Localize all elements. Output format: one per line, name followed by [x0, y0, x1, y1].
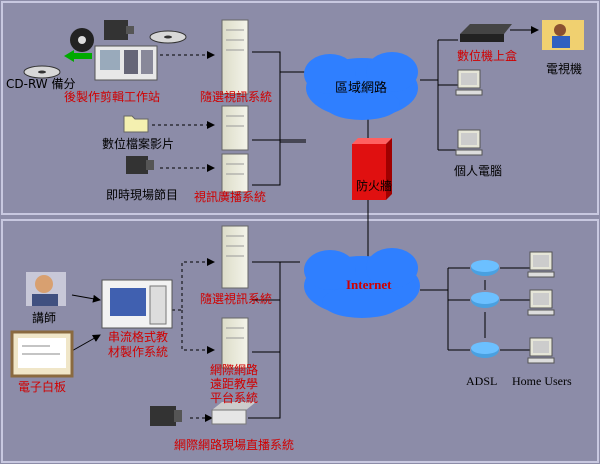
- server-icon: [221, 225, 249, 289]
- cloud-icon: [304, 248, 420, 318]
- digital-files-label: 數位檔案影片: [102, 137, 175, 151]
- lecturer-label: 講師: [32, 311, 57, 325]
- pc-icon: [527, 289, 555, 316]
- camera-icon: [126, 156, 154, 174]
- vod-system-label: 隨選視訊系統: [200, 90, 273, 104]
- tv-viewer-icon: [542, 20, 584, 50]
- cdrw-label: CD-RW 備分: [6, 77, 76, 91]
- vod-system-label: 隨選視訊系統: [200, 292, 273, 306]
- cd-icon: [149, 30, 187, 44]
- streaming-tool-label-line1: 串流格式教: [108, 330, 169, 344]
- streaming-tool-label-line2: 材製作系統: [108, 345, 169, 359]
- encoder-device-icon: [211, 402, 256, 425]
- pc-icon: [527, 251, 555, 278]
- live-broadcast-label: 網際網路現場直播系統: [174, 438, 295, 452]
- pc-label: 個人電腦: [454, 164, 503, 178]
- tv-label: 電視機: [546, 62, 583, 76]
- post-station-label: 後製作剪輯工作站: [64, 90, 161, 104]
- camera-icon: [150, 406, 182, 426]
- distance-platform-label-line3: 平台系統: [210, 391, 259, 405]
- router-icon: [471, 342, 499, 358]
- workstation-icon: [101, 279, 173, 329]
- live-program-label: 即時現場節目: [106, 188, 179, 202]
- bottom-panel: [1, 219, 599, 463]
- server-icon: [221, 153, 249, 193]
- folder-icon: [123, 115, 149, 133]
- pc-icon: [527, 337, 555, 364]
- firewall-label: 防火牆: [356, 179, 393, 193]
- settop-box-icon: [460, 24, 512, 42]
- internet-label: Internet: [346, 277, 392, 292]
- firewall-icon: [352, 138, 392, 200]
- workstation-icon: [94, 45, 158, 81]
- pc-icon: [455, 69, 483, 96]
- home-users-label: Home Users: [512, 374, 572, 388]
- server-icon: [221, 105, 249, 151]
- whiteboard-label: 電子白板: [18, 380, 67, 394]
- person-icon: [26, 272, 66, 306]
- distance-platform-label-line2: 遠距教學: [210, 377, 259, 391]
- router-icon: [471, 292, 499, 308]
- camera-icon: [104, 20, 134, 40]
- server-icon: [221, 317, 249, 369]
- whiteboard-icon: [10, 330, 74, 378]
- lan-label: 區域網路: [335, 81, 388, 96]
- server-icon: [221, 19, 249, 95]
- film-reel-icon: [70, 28, 94, 52]
- router-icon: [471, 260, 499, 276]
- adsl-label: ADSL: [466, 374, 498, 388]
- pc-icon: [455, 129, 483, 156]
- distance-platform-label-line1: 網際網路: [210, 363, 259, 377]
- top-panel: [1, 1, 599, 215]
- green-arrow-icon: [64, 50, 92, 62]
- broadcast-system-label: 視訊廣播系統: [194, 190, 267, 204]
- cloud-icon: [304, 52, 418, 120]
- settop-box-label: 數位機上盒: [457, 49, 518, 63]
- cd-icon: [23, 65, 61, 79]
